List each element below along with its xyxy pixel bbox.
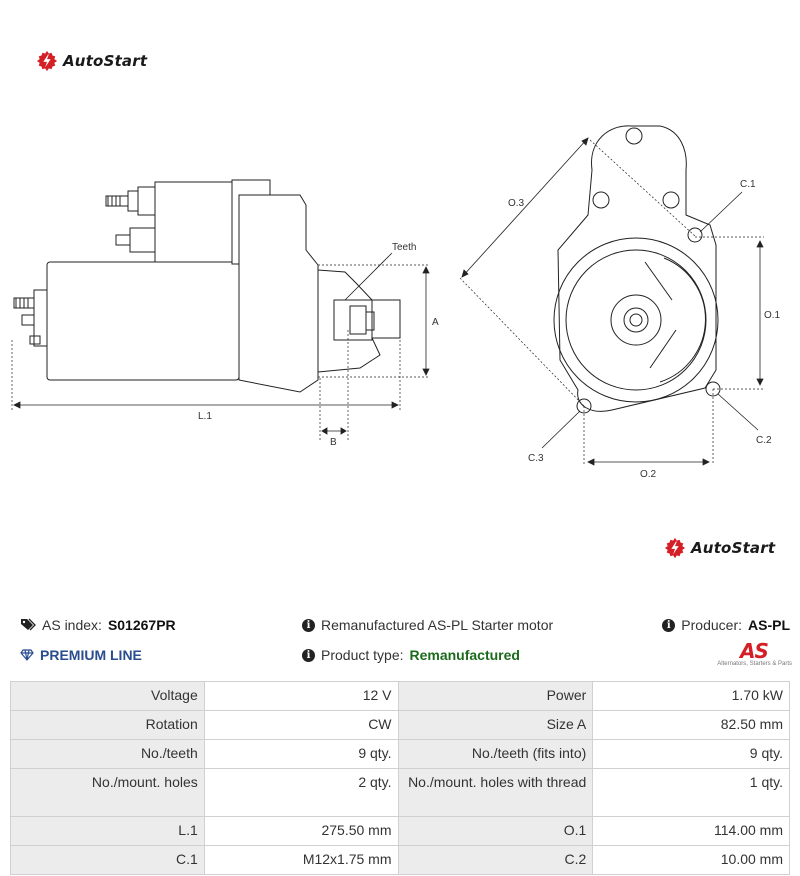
table-row: Rotation CW Size A 82.50 mm: [10, 710, 790, 740]
as-pl-logo: AS Alternators, Starters & Parts: [716, 641, 792, 667]
description-row: i Remanufactured AS-PL Starter motor: [302, 617, 553, 633]
spec-value: 9 qty.: [592, 739, 790, 769]
label-c1: C.1: [740, 179, 756, 190]
spec-value: 2 qty.: [203, 768, 399, 817]
spec-label: O.1: [397, 816, 594, 846]
spec-value: 82.50 mm: [592, 710, 790, 740]
gear-bolt-icon: [664, 537, 686, 559]
product-description: Remanufactured AS-PL Starter motor: [321, 617, 554, 633]
spec-value: 1.70 kW: [592, 681, 790, 711]
spec-label: Voltage: [10, 681, 205, 711]
as-pl-tagline: Alternators, Starters & Parts: [717, 661, 792, 667]
front-housing: [557, 125, 717, 412]
spec-value: 275.50 mm: [203, 816, 399, 846]
label-b: B: [330, 437, 337, 448]
spec-value: 12 V: [203, 681, 399, 711]
table-row: No./mount. holes 2 qty. No./mount. holes…: [10, 768, 790, 817]
spec-label: C.1: [10, 845, 205, 875]
as-pl-mark: AS: [740, 639, 769, 663]
spec-value: 9 qty.: [203, 739, 399, 769]
spec-value: 10.00 mm: [592, 845, 790, 875]
table-row: Voltage 12 V Power 1.70 kW: [10, 681, 790, 711]
as-index-label: AS index:: [42, 617, 102, 633]
spec-label: Size A: [397, 710, 594, 740]
table-row: C.1 M12x1.75 mm C.2 10.00 mm: [10, 845, 790, 875]
label-o3: O.3: [508, 198, 525, 209]
autostart-logo-top: AutoStart: [36, 50, 147, 72]
tags-icon: [21, 618, 36, 631]
spec-label: No./teeth: [10, 739, 205, 769]
spec-table: Voltage 12 V Power 1.70 kW Rotation CW S…: [10, 681, 790, 875]
premium-line-label: PREMIUM LINE: [40, 647, 142, 663]
product-type-row: i Product type: Remanufactured: [302, 647, 520, 663]
label-o1: O.1: [764, 310, 781, 321]
info-icon: i: [662, 618, 676, 632]
product-type-label: Product type:: [321, 647, 404, 663]
producer-label: Producer:: [681, 617, 742, 633]
label-a: A: [432, 317, 439, 328]
label-c3: C.3: [528, 453, 544, 464]
label-teeth: Teeth: [392, 242, 416, 253]
brand-name: AutoStart: [63, 52, 148, 70]
spec-label: Rotation: [10, 710, 205, 740]
producer-row: i Producer: AS-PL: [662, 617, 790, 633]
spec-label: Power: [397, 681, 594, 711]
info-icon: i: [302, 618, 315, 632]
motor-body: [46, 261, 240, 381]
label-o2: O.2: [640, 469, 657, 480]
table-row: No./teeth 9 qty. No./teeth (fits into) 9…: [10, 739, 790, 769]
producer-value: AS-PL: [748, 617, 790, 633]
diamond-icon: [20, 649, 34, 661]
spec-label: C.2: [397, 845, 594, 875]
spec-value: CW: [203, 710, 399, 740]
solenoid: [154, 181, 241, 263]
gear-bolt-icon: [36, 50, 58, 72]
starter-motor-drawing: L.1 B A Teeth C.1: [11, 125, 781, 480]
table-row: L.1 275.50 mm O.1 114.00 mm: [10, 816, 790, 846]
info-icon: i: [302, 648, 315, 662]
autostart-logo-bottom: AutoStart: [664, 537, 775, 559]
label-l1: L.1: [198, 411, 212, 422]
spec-value: 1 qty.: [592, 768, 790, 817]
spec-label: L.1: [10, 816, 205, 846]
spec-value: 114.00 mm: [592, 816, 790, 846]
as-index-value: S01267PR: [107, 617, 176, 633]
brand-name: AutoStart: [691, 539, 776, 557]
spec-label: No./teeth (fits into): [397, 739, 594, 769]
label-c2: C.2: [756, 435, 772, 446]
spec-label: No./mount. holes: [10, 768, 205, 817]
premium-line-badge[interactable]: PREMIUM LINE: [20, 647, 142, 663]
product-type-value: Remanufactured: [409, 647, 520, 663]
as-index-row: AS index: S01267PR: [20, 617, 176, 633]
spec-label: No./mount. holes with thread: [397, 768, 594, 817]
spec-value: M12x1.75 mm: [203, 845, 399, 875]
